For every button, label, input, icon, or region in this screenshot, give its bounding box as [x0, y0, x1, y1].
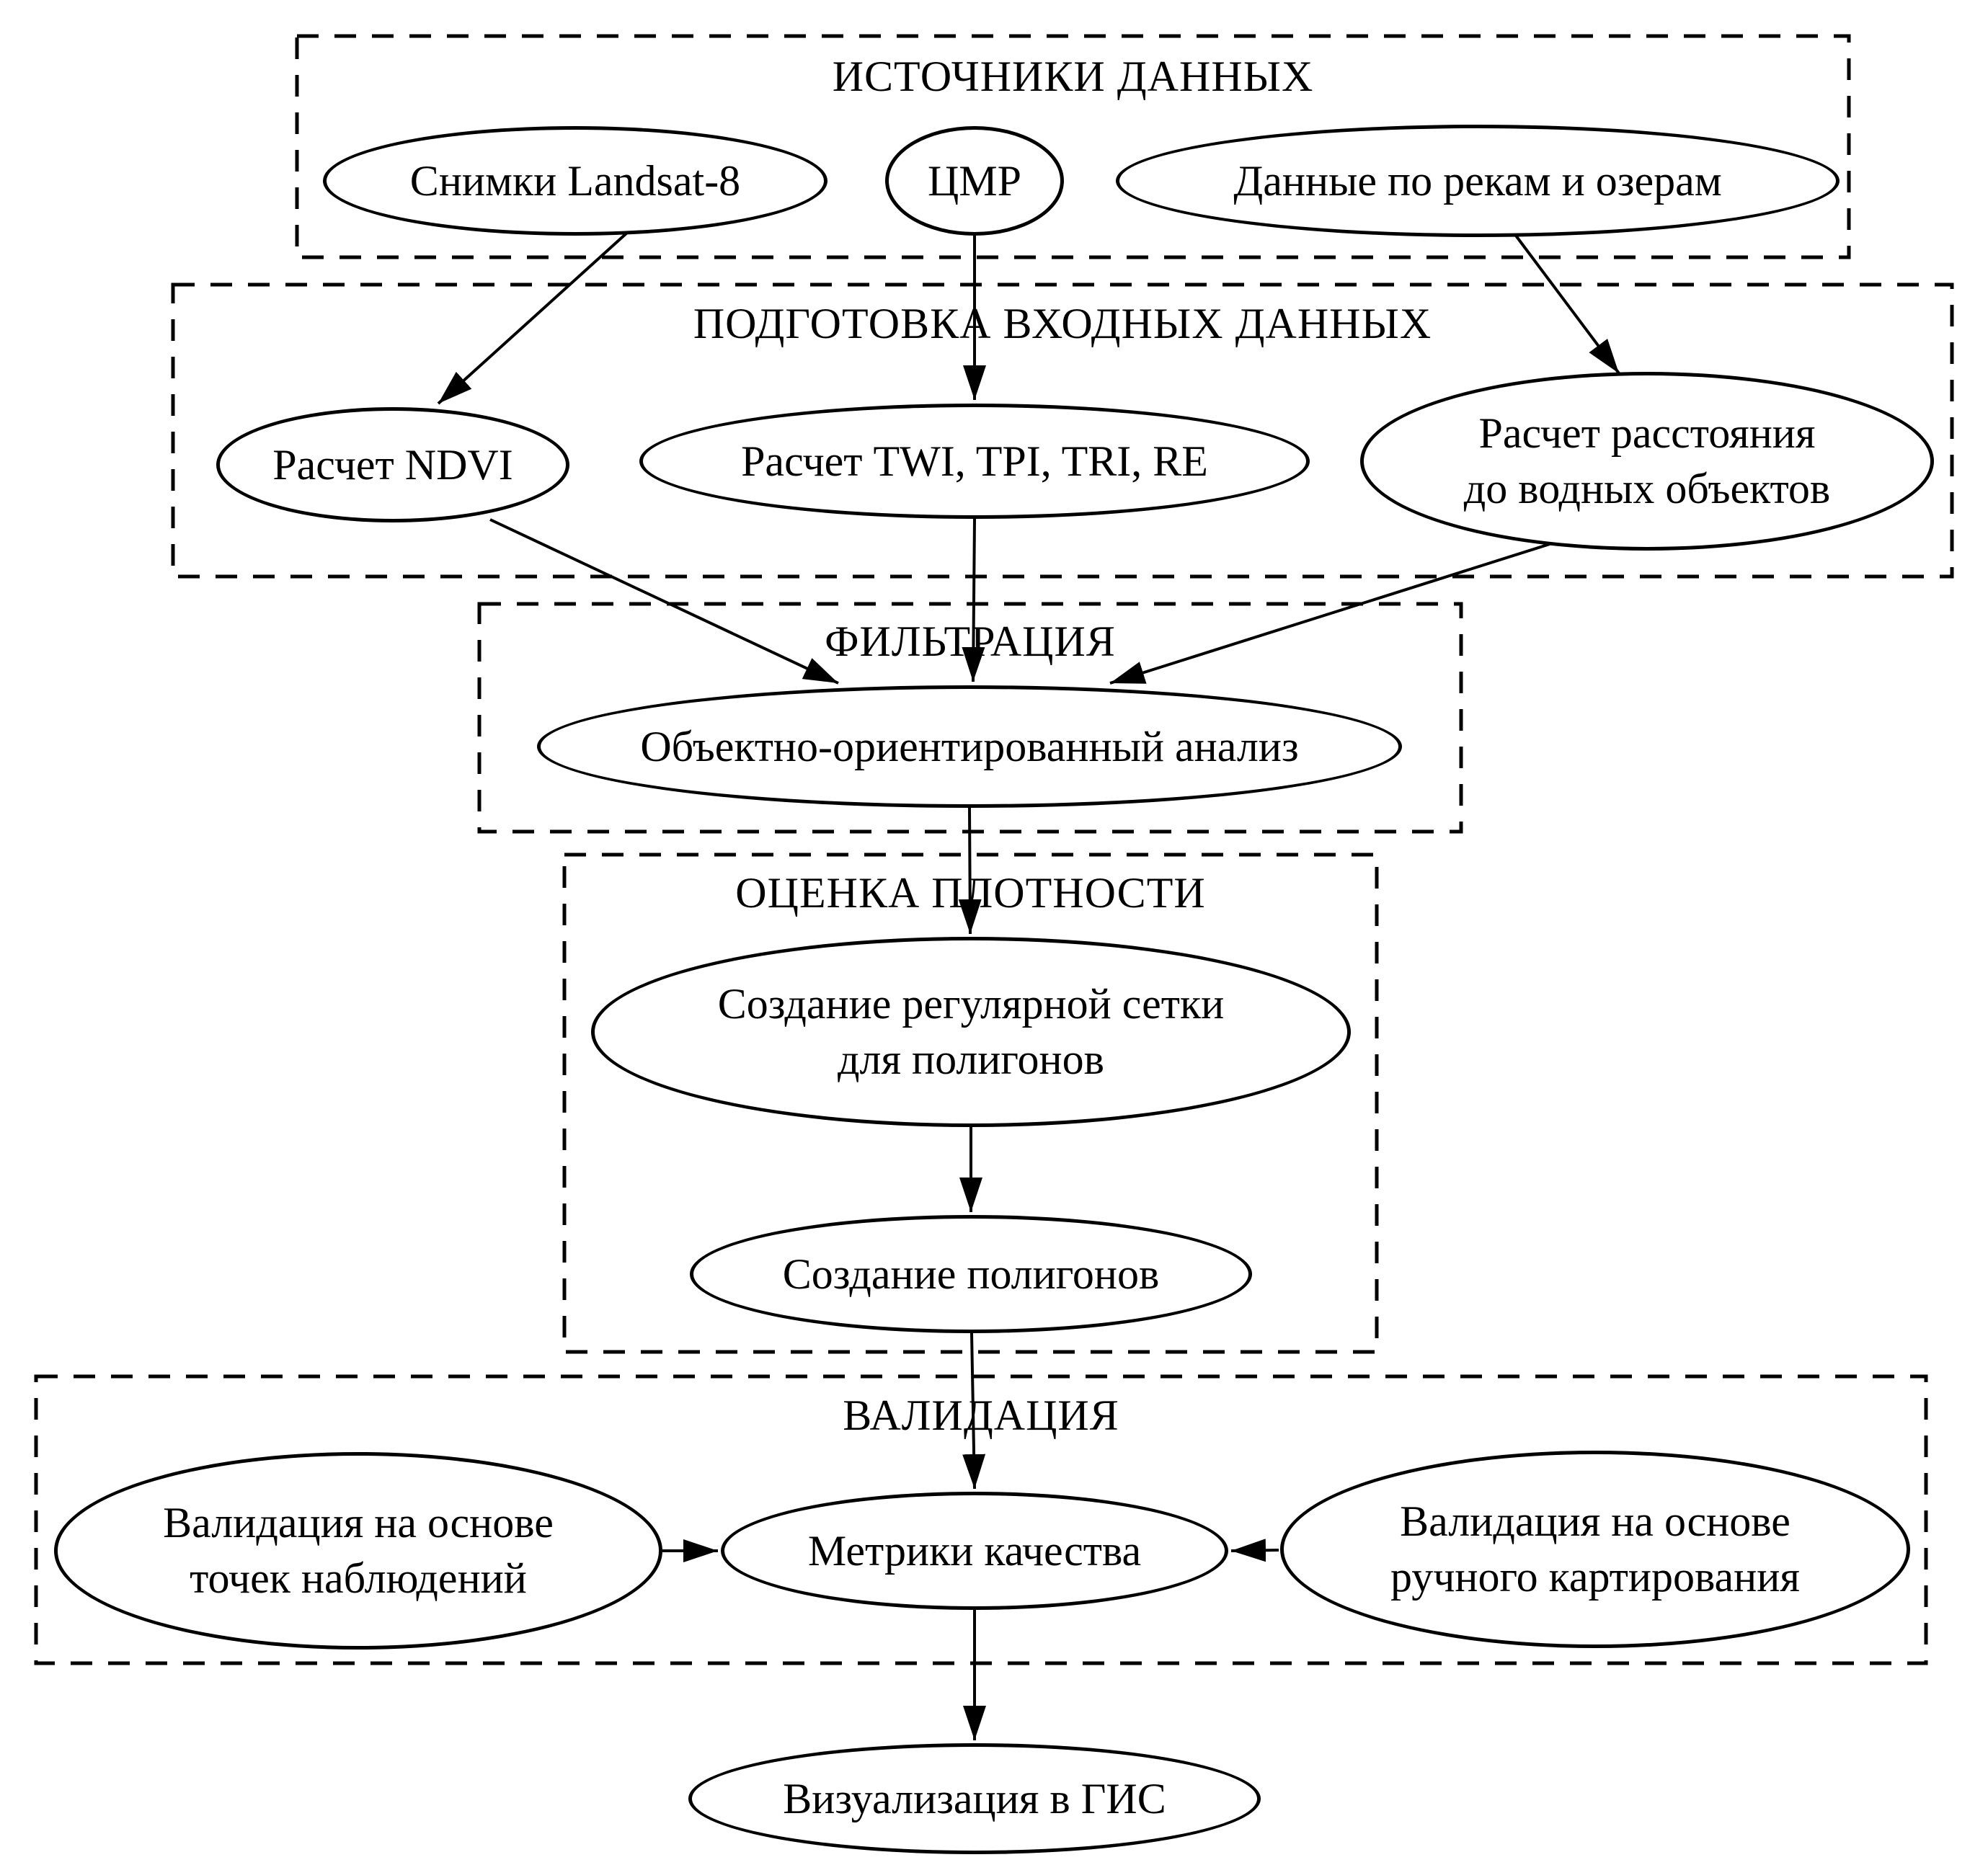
cluster-title-prep: ПОДГОТОВКА ВХОДНЫХ ДАННЫХ — [693, 300, 1432, 347]
node-gis-visualization: Визуализация в ГИС — [688, 1743, 1261, 1854]
edge-valmanual-metrics — [1230, 1539, 1279, 1562]
node-quality-metrics: Метрики качества — [721, 1492, 1228, 1610]
node-landsat-images: Снимки Landsat-8 — [323, 126, 827, 236]
node-dem: ЦМР — [885, 126, 1064, 236]
cluster-box-validation — [34, 1374, 1928, 1665]
node-object-analysis: Объектно-ориентированный анализ — [537, 685, 1402, 808]
node-twi-tpi-tri-re-calc: Расчет TWI, TPI, TRI, RE — [639, 404, 1310, 519]
cluster-title-density: ОЦЕНКА ПЛОТНОСТИ — [735, 869, 1206, 917]
node-validation-manual: Валидация на основе ручного картирования — [1280, 1451, 1910, 1648]
node-water-distance-calc: Расчет расстояния до водных объектов — [1360, 372, 1934, 551]
edge-rivers-dist — [1514, 234, 1620, 375]
node-create-polygons: Создание полигонов — [690, 1215, 1252, 1333]
cluster-box-prep — [171, 282, 1954, 579]
edge-dist-ooa — [1109, 543, 1550, 685]
cluster-title-filtration: ФИЛЬТРАЦИЯ — [825, 618, 1116, 665]
edge-twi-ooa — [962, 518, 985, 682]
cluster-title-sources: ИСТОЧНИКИ ДАННЫХ — [832, 53, 1314, 100]
node-rivers-lakes-data: Данные по рекам и озерам — [1116, 125, 1840, 237]
edge-poly-metrics — [962, 1332, 986, 1490]
edge-ndvi-ooa — [489, 518, 839, 685]
node-validation-points: Валидация на основе точек наблюдений — [54, 1452, 662, 1650]
node-ndvi-calc: Расчет NDVI — [216, 407, 569, 522]
edge-landsat-ndvi — [437, 231, 629, 405]
cluster-box-sources — [295, 34, 1851, 259]
cluster-box-density — [562, 853, 1379, 1354]
node-regular-grid: Создание регулярной сетки для полигонов — [591, 937, 1351, 1127]
cluster-title-validation: ВАЛИДАЦИЯ — [843, 1392, 1119, 1439]
edge-ooa-grid — [958, 807, 982, 935]
